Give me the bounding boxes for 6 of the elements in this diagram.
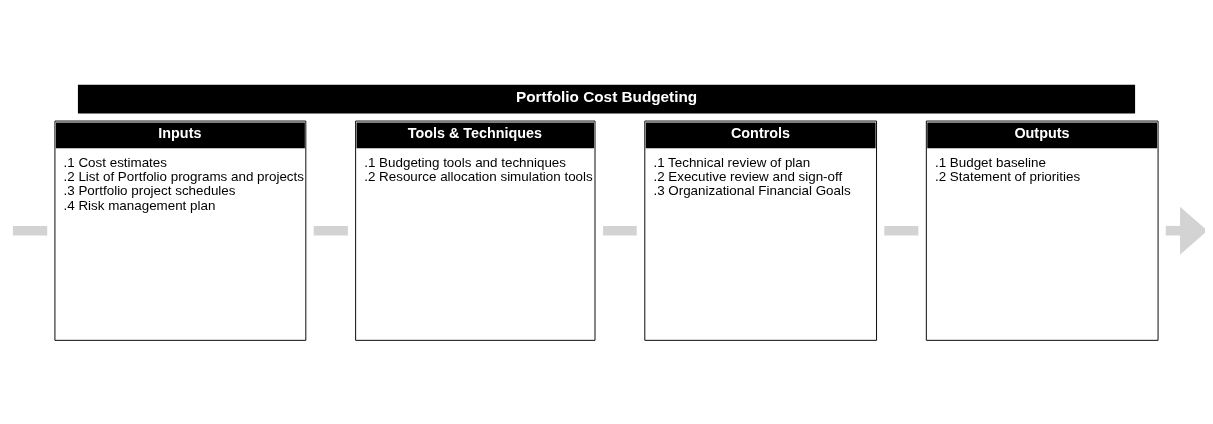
connector <box>603 225 637 235</box>
diagram-title: Portfolio Cost Budgeting <box>516 87 698 105</box>
arrow <box>1165 206 1205 255</box>
connector <box>313 225 348 235</box>
connector <box>12 225 48 235</box>
connector <box>884 225 919 235</box>
